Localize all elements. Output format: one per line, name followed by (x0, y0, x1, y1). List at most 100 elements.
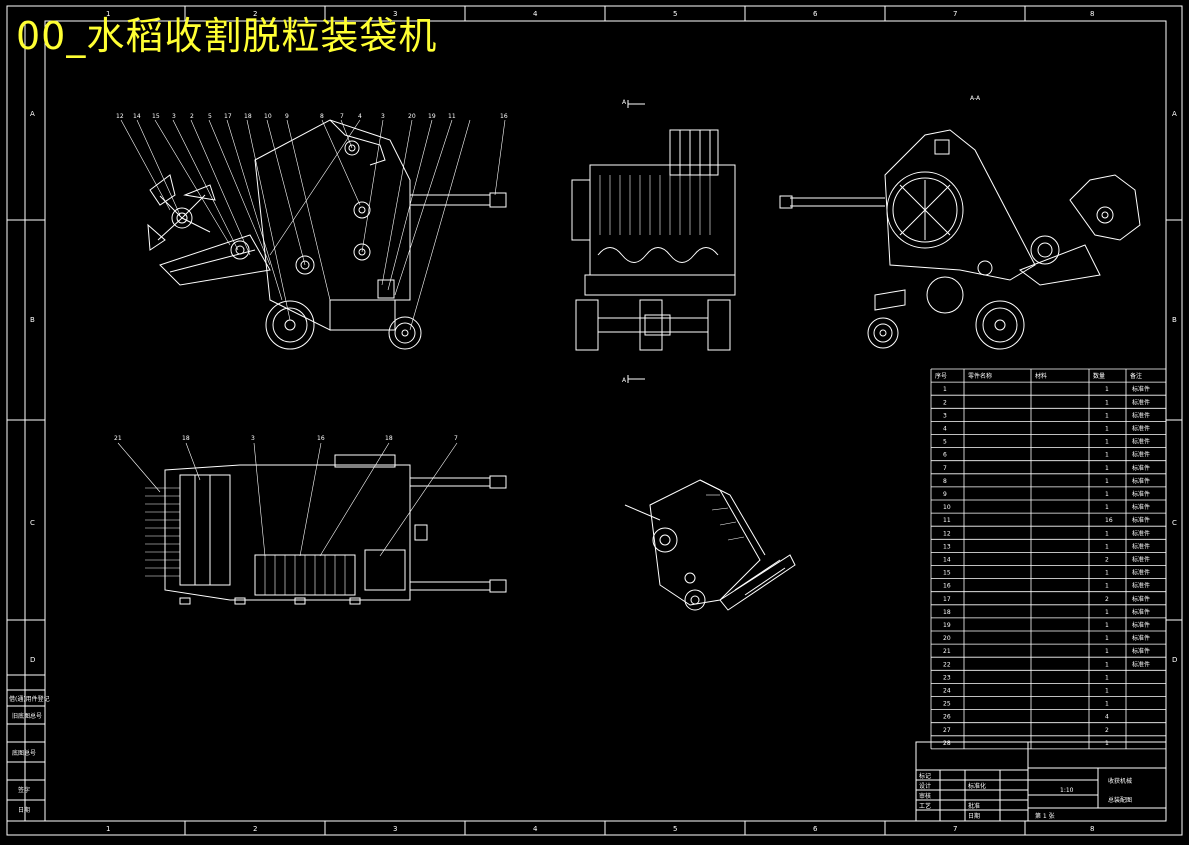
zone-label: 5 (673, 10, 677, 18)
table-cell-no: 9 (943, 491, 947, 498)
table-cell-no: 3 (943, 412, 947, 419)
side-view (120, 119, 507, 350)
rear-wheel (265, 300, 315, 350)
zone-label: A (1172, 110, 1177, 118)
iso-cutter (719, 554, 796, 611)
tb-label: 设计 (919, 782, 931, 790)
table-cell-qty: 1 (1105, 648, 1109, 655)
table-cell-note: 标准件 (1132, 582, 1150, 590)
table-cell-qty: 1 (1105, 583, 1109, 590)
section-reel (1069, 174, 1141, 241)
balloon: 3 (172, 113, 176, 120)
top-view (117, 442, 507, 605)
table-cell-note: 标准件 (1132, 451, 1150, 459)
table-cell-no: 10 (943, 504, 951, 511)
table-cell-no: 13 (943, 543, 951, 550)
zone-ticks (7, 6, 1182, 835)
tb-project: 收获机械 (1108, 777, 1132, 785)
title-block (915, 741, 1167, 822)
section-markers: A A A-A (622, 95, 981, 384)
table-cell-qty: 1 (1105, 635, 1109, 642)
top-frame (164, 464, 411, 601)
table-cell-qty: 2 (1105, 596, 1109, 603)
zone-label: 8 (1090, 10, 1094, 18)
zone-label: C (30, 519, 35, 527)
balloon: 16 (317, 435, 325, 442)
balloon: 17 (224, 113, 232, 120)
table-cell-no: 12 (943, 530, 951, 537)
table-cell-no: 8 (943, 478, 947, 485)
section-title: A-A (970, 95, 981, 102)
table-cell-no: 20 (943, 635, 951, 642)
zone-label: 6 (813, 10, 818, 18)
cutter-bar (179, 474, 231, 586)
balloon: 8 (320, 113, 324, 120)
table-cell-qty: 1 (1105, 740, 1109, 747)
drawing-title: 00_水稻收割脱粒装袋机 (16, 14, 438, 58)
strip-label: 签字 (18, 786, 30, 794)
wheel-left (575, 299, 599, 351)
tb-label: 日期 (968, 812, 980, 820)
zone-label: 6 (813, 825, 818, 833)
table-cell-qty: 1 (1105, 399, 1109, 406)
table-cell-qty: 1 (1105, 609, 1109, 616)
section-marker: A (622, 99, 627, 106)
front-view (571, 100, 736, 383)
reel-tine (147, 223, 166, 251)
top-view-balloons: 21 18 3 16 18 7 (114, 435, 458, 442)
table-cell-note: 标准件 (1132, 634, 1150, 642)
table-cell-no: 7 (943, 465, 947, 472)
table-header-cell: 备注 (1130, 372, 1142, 380)
zone-label: 1 (106, 10, 110, 18)
balloon: 18 (182, 435, 190, 442)
table-cell-no: 26 (943, 714, 951, 721)
table-cell-note: 标准件 (1132, 647, 1150, 655)
table-cell-no: 15 (943, 570, 951, 577)
table-cell-no: 27 (943, 727, 951, 734)
zone-label: C (1172, 519, 1177, 527)
table-cell-qty: 16 (1105, 517, 1113, 524)
balloon: 2 (190, 113, 194, 120)
table-cell-no: 14 (943, 557, 951, 564)
table-cell-note: 标准件 (1132, 425, 1150, 433)
machine-body (254, 119, 411, 331)
zone-label: 5 (673, 825, 677, 833)
balloon: 11 (448, 113, 456, 120)
table-cell-qty: 1 (1105, 674, 1109, 681)
table-cell-no: 6 (943, 452, 947, 459)
table-cell-qty: 1 (1105, 426, 1109, 433)
tb-label: 工艺 (919, 802, 931, 810)
tb-label: 标准化 (968, 782, 986, 790)
balloon: 12 (116, 113, 124, 120)
table-cell-qty: 1 (1105, 478, 1109, 485)
tb-label: 批准 (968, 802, 980, 810)
balloon: 15 (152, 113, 160, 120)
left-strip-table (6, 674, 46, 822)
table-cell-no: 17 (943, 596, 951, 603)
table-cell-qty: 1 (1105, 491, 1109, 498)
section-housing (884, 129, 1036, 281)
table-cell-note: 标准件 (1132, 411, 1150, 419)
strip-label: 借(通)用件登记 (9, 695, 50, 703)
reel-tine (183, 184, 216, 201)
zone-label: 4 (533, 10, 538, 18)
balloon: 9 (285, 113, 289, 120)
balloon: 10 (264, 113, 272, 120)
wheel-mid (639, 299, 663, 351)
table-cell-note: 标准件 (1132, 385, 1150, 393)
table-cell-no: 18 (943, 609, 951, 616)
section-view (779, 129, 1141, 350)
table-cell-note: 标准件 (1132, 542, 1150, 550)
balloon: 20 (408, 113, 416, 120)
table-cell-no: 16 (943, 583, 951, 590)
table-cell-no: 11 (943, 517, 951, 524)
table-header-cell: 材料 (1035, 372, 1047, 380)
zone-label: 8 (1090, 825, 1094, 833)
zone-labels: 1 2 3 4 5 6 7 8 1 2 3 4 5 6 7 8 A B C D … (30, 10, 1177, 833)
table-cell-qty: 1 (1105, 504, 1109, 511)
thresher-housing (589, 164, 736, 276)
table-cell-note: 标准件 (1132, 464, 1150, 472)
